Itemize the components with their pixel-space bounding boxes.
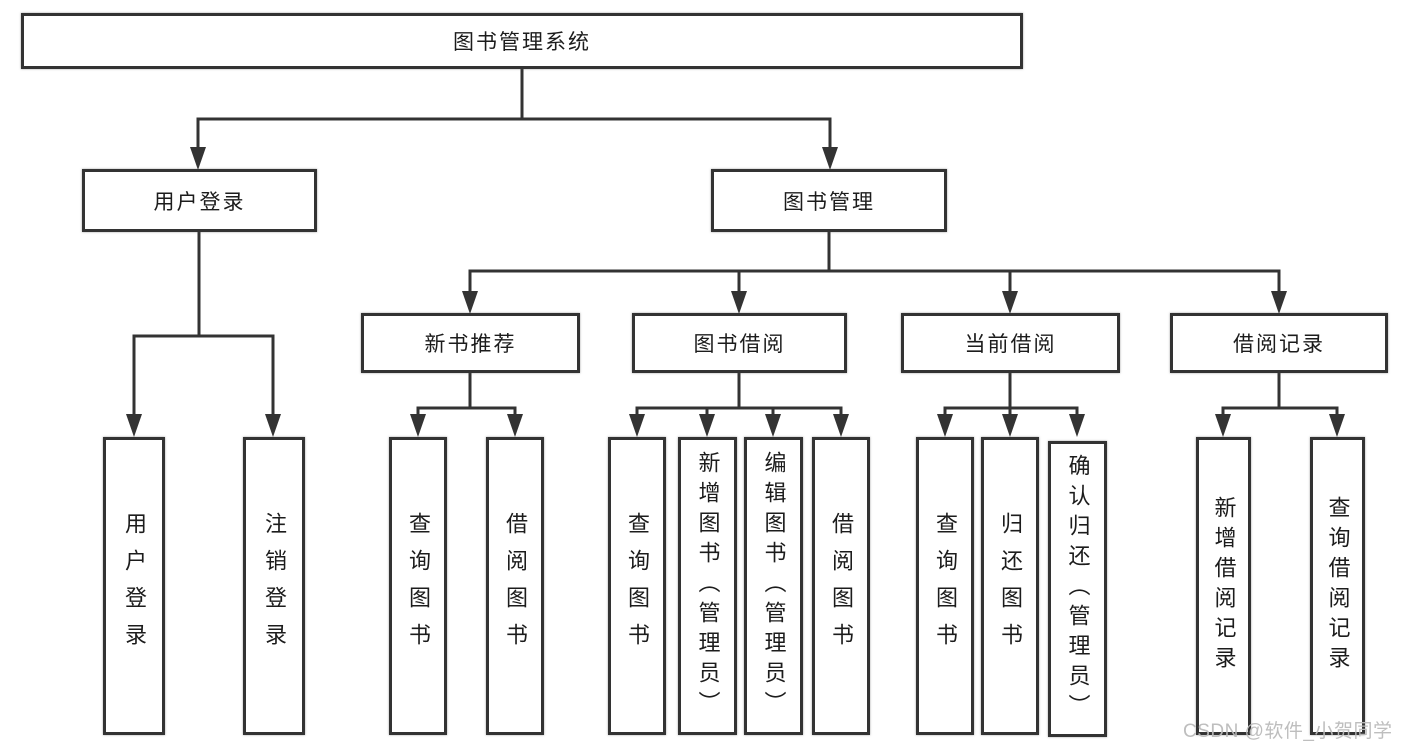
node-label: 查询借阅记录 — [1325, 496, 1351, 676]
arrow-icon — [507, 414, 523, 437]
node-new-book-recommend: 新书推荐 — [361, 313, 580, 373]
connector-book-management — [468, 232, 1281, 296]
node-book-borrow: 图书借阅 — [632, 313, 847, 373]
node-label: 新增借阅记录 — [1211, 496, 1237, 676]
node-label: 当前借阅 — [964, 333, 1057, 356]
leaf-confirm-return-admin: 确认归还（管理员） — [1048, 441, 1107, 737]
leaf-query-books-borrow: 查询图书 — [608, 437, 666, 735]
node-label: 新增图书（管理员） — [695, 451, 721, 721]
arrow-icon — [1002, 414, 1018, 437]
arrowheads — [126, 147, 1345, 437]
connector-borrow-records — [1221, 373, 1339, 420]
leaf-add-borrow-record: 新增借阅记录 — [1196, 437, 1251, 735]
connector-user-login — [132, 232, 275, 420]
node-current-borrow: 当前借阅 — [901, 313, 1120, 373]
node-label: 借阅记录 — [1233, 333, 1325, 356]
node-label: 借阅图书 — [829, 512, 854, 660]
arrow-icon — [731, 291, 747, 314]
arrow-icon — [629, 414, 645, 437]
node-label: 确认归还（管理员） — [1065, 454, 1091, 724]
node-label: 图书管理 — [783, 190, 875, 214]
leaf-query-books-recommend: 查询图书 — [389, 437, 447, 735]
leaf-add-book-admin: 新增图书（管理员） — [678, 437, 737, 735]
node-book-management: 图书管理 — [711, 169, 947, 232]
arrow-icon — [937, 414, 953, 437]
arrow-icon — [765, 414, 781, 437]
leaf-borrow-books-recommend: 借阅图书 — [486, 437, 544, 735]
node-label: 注销登录 — [262, 512, 287, 660]
node-borrow-records: 借阅记录 — [1170, 313, 1388, 373]
node-label: 图书借阅 — [693, 333, 786, 356]
leaf-user-login: 用户登录 — [103, 437, 165, 735]
leaf-logout: 注销登录 — [243, 437, 305, 735]
connector-book-borrow — [635, 373, 843, 420]
leaf-borrow-books: 借阅图书 — [812, 437, 870, 735]
node-label: 用户登录 — [122, 512, 147, 660]
arrow-icon — [265, 414, 281, 437]
arrow-icon — [190, 147, 206, 170]
arrow-icon — [1215, 414, 1231, 437]
node-label: 借阅图书 — [503, 512, 528, 660]
arrow-icon — [1069, 414, 1085, 437]
node-user-login: 用户登录 — [82, 169, 317, 232]
csdn-watermark: CSDN @软件_小贺同学 — [1183, 721, 1393, 742]
leaf-query-borrow-record: 查询借阅记录 — [1310, 437, 1365, 735]
connector-current-borrow — [943, 373, 1079, 420]
arrow-icon — [410, 414, 426, 437]
node-label: 用户登录 — [153, 190, 246, 214]
connector-new-book — [416, 373, 517, 420]
node-label: 查询图书 — [933, 512, 958, 660]
arrow-icon — [1002, 291, 1018, 314]
node-label: 图书管理系统 — [453, 31, 591, 54]
node-label: 查询图书 — [625, 512, 650, 660]
leaf-return-books: 归还图书 — [981, 437, 1039, 735]
arrow-icon — [822, 147, 838, 170]
arrow-icon — [1329, 414, 1345, 437]
arrow-icon — [462, 291, 478, 314]
arrow-icon — [126, 414, 142, 437]
arrow-icon — [699, 414, 715, 437]
node-label: 归还图书 — [998, 512, 1023, 660]
arrow-icon — [833, 414, 849, 437]
arrow-icon — [1271, 291, 1287, 314]
node-label: 查询图书 — [406, 512, 431, 660]
connector-root — [196, 68, 832, 152]
node-label: 编辑图书（管理员） — [761, 451, 787, 721]
node-library-system: 图书管理系统 — [21, 13, 1023, 69]
node-label: 新书推荐 — [424, 333, 517, 356]
leaf-edit-book-admin: 编辑图书（管理员） — [744, 437, 803, 735]
leaf-query-books-current: 查询图书 — [916, 437, 974, 735]
